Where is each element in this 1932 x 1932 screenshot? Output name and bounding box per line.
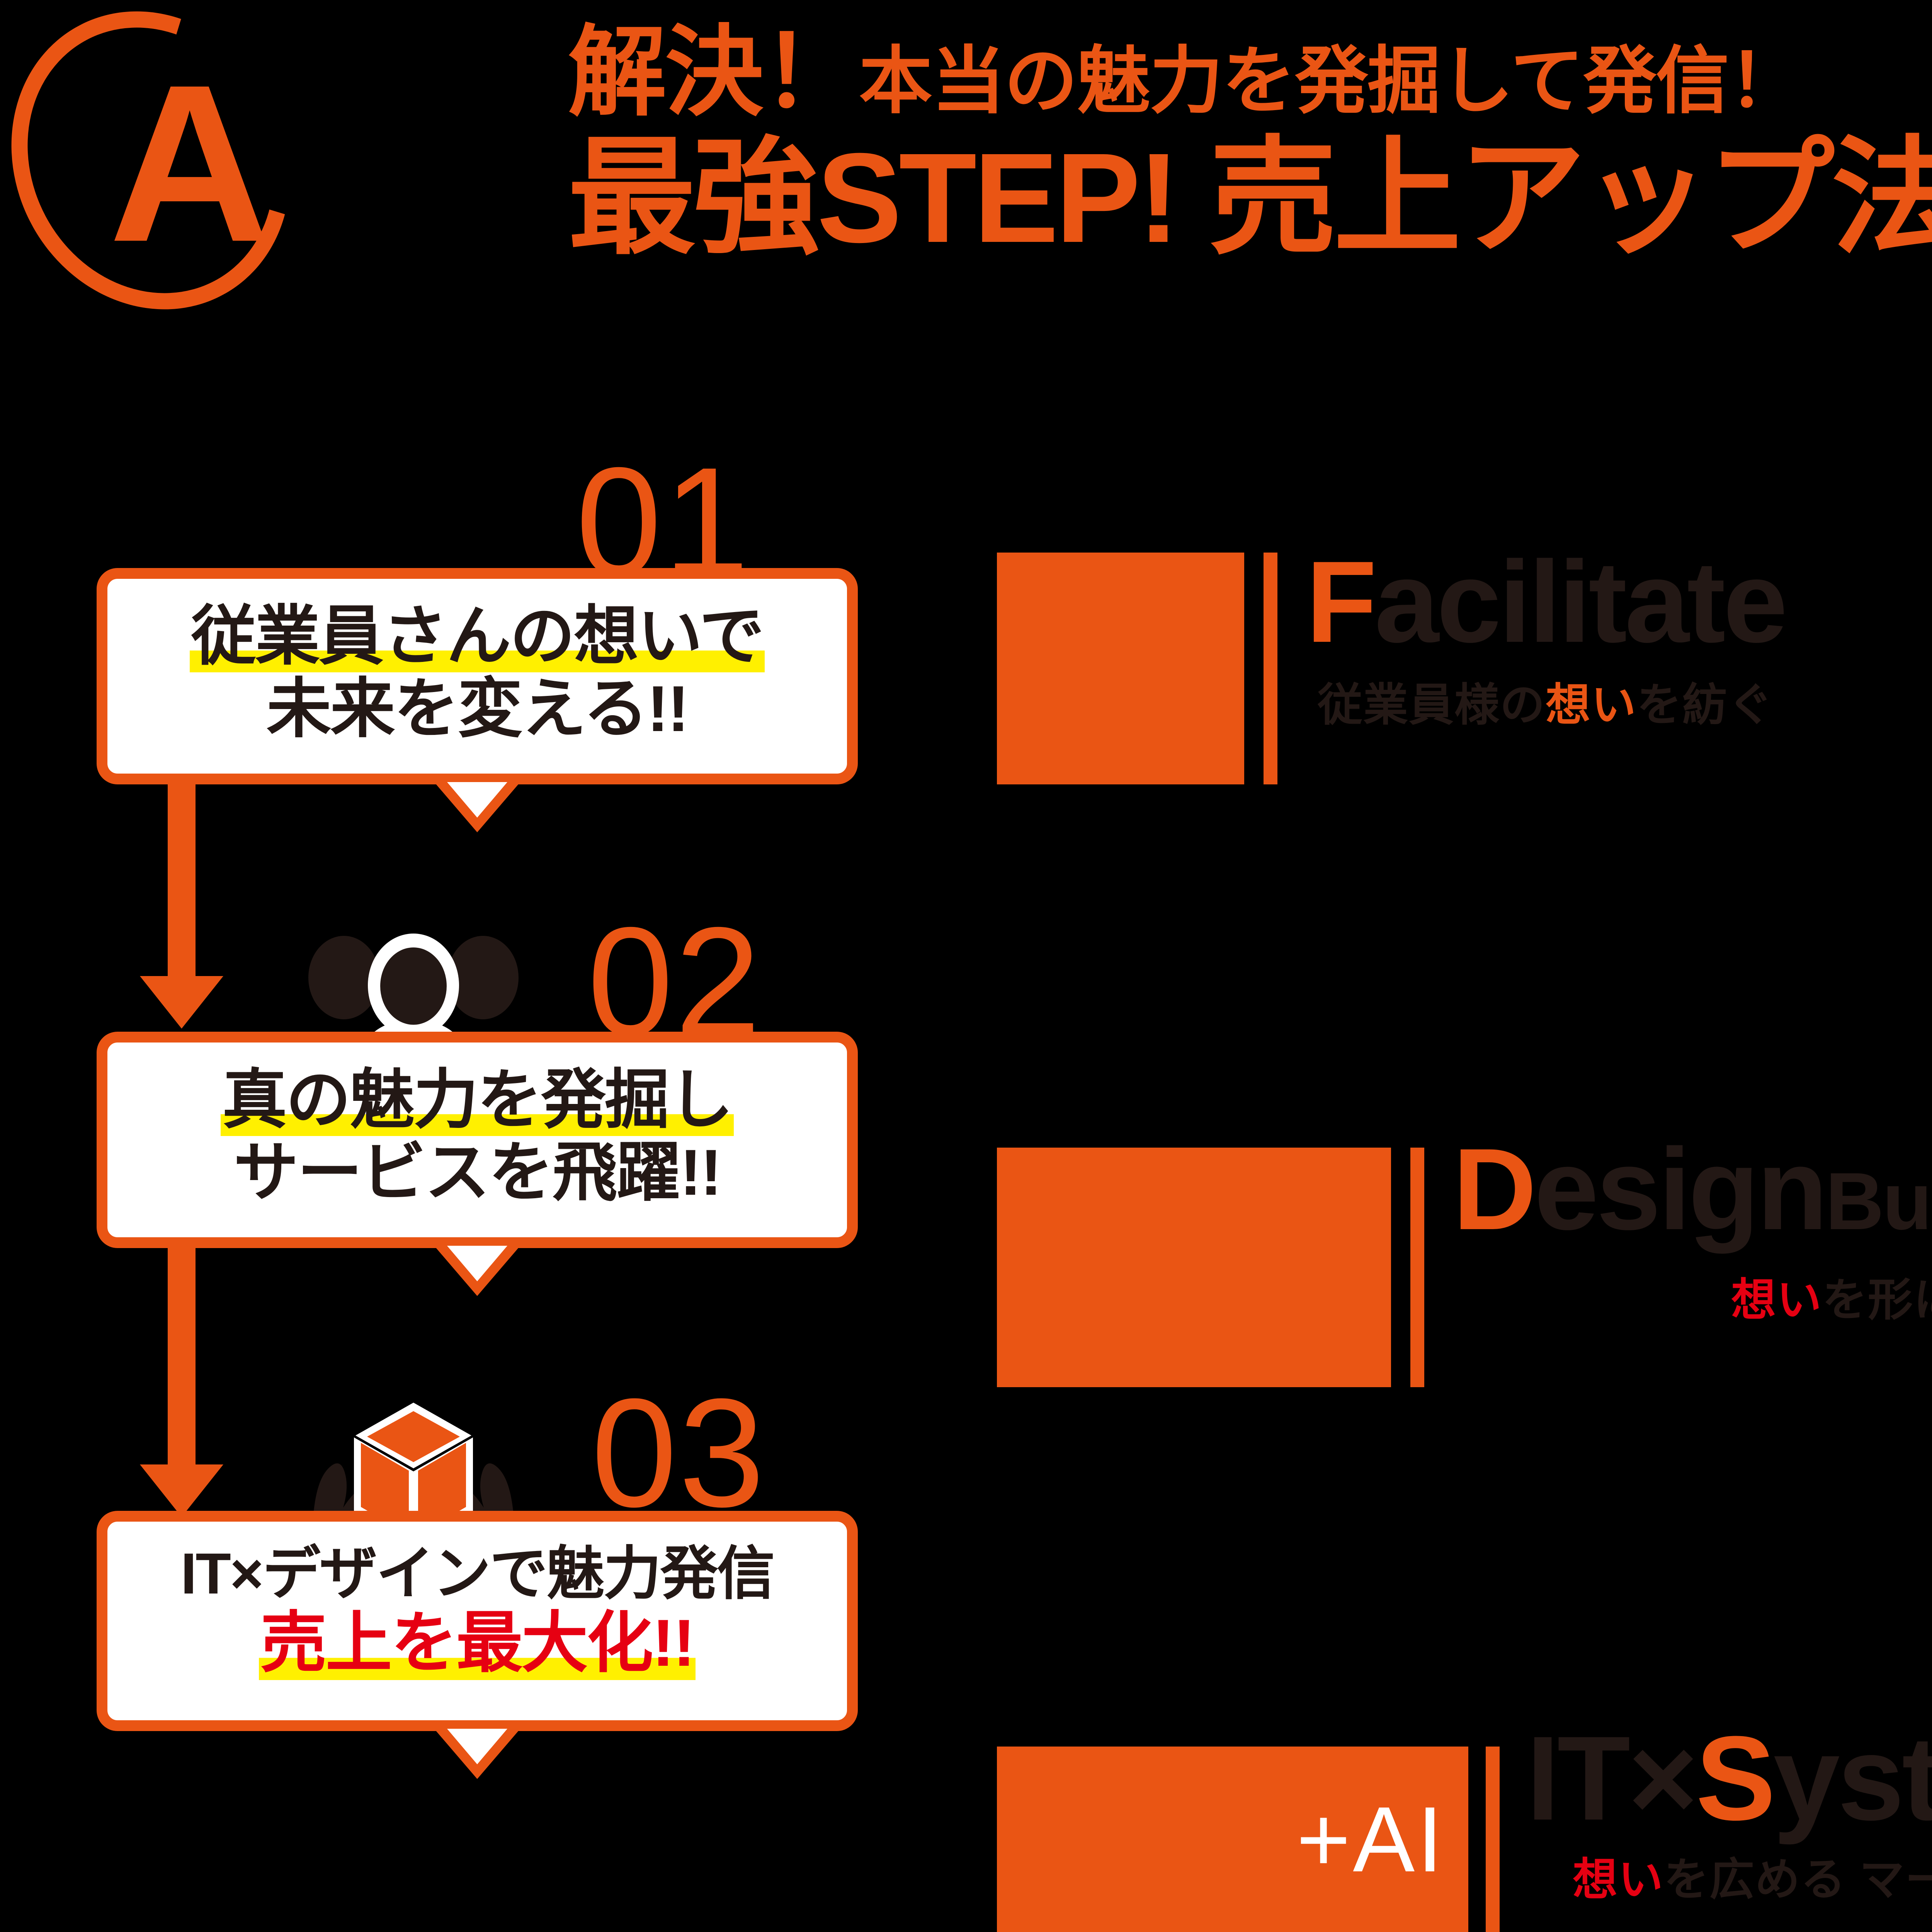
page-subtitle-lead: 解決！: [568, 17, 861, 128]
row-title-it-system: IT×System: [1526, 1711, 1932, 1845]
step-flow-column: 01 02 03 従業員さんの想いで 未来を変える!! 真の魅力を発掘し サービ…: [0, 444, 889, 1878]
row-subtitle-facilitate: 従業員様の想いを紡ぐ: [1318, 680, 1774, 730]
row-ai-badge-3: +AI: [1296, 1787, 1445, 1891]
bubble-tail-icon: [435, 1729, 519, 1779]
row-separator-bar: [1410, 1148, 1424, 1387]
bubble-tail-icon: [435, 782, 519, 832]
step-bubble-03-line2: 売上を最大化!!: [107, 1606, 847, 1680]
service-row-design: DesignBuilding 想いを形に落とし込む: [997, 1131, 1932, 1403]
row-bar-3: +AI: [997, 1747, 1500, 1932]
row-bar-1: [997, 553, 1277, 784]
page-subtitle-rest: 本当の魅力を発掘して発信！: [859, 40, 1802, 122]
bubble-tail-icon: [435, 1246, 519, 1296]
arrow-head-icon: [140, 1464, 223, 1517]
arrow-stem: [168, 775, 196, 976]
step-bubble-02: 真の魅力を発掘し サービスを飛躍!!: [97, 1032, 858, 1296]
service-rows: Facilitate 従業員様の想いを紡ぐ DesignBuilding 想いを…: [997, 544, 1932, 1932]
service-row-it-system: +AI IT×System 想いを広める マーケティング: [997, 1718, 1932, 1932]
row-separator-bar: [1486, 1747, 1500, 1932]
step-bubble-01: 従業員さんの想いで 未来を変える!!: [97, 568, 858, 832]
step-bubble-01-line1: 従業員さんの想いで: [107, 600, 847, 672]
row-title-facilitate: Facilitate: [1306, 537, 1788, 667]
row-separator-bar: [1264, 553, 1277, 784]
row-subtitle-it-system: 想いを広める マーケティング: [1573, 1854, 1932, 1905]
step-bubble-03-line1: IT×デザインで魅力発信: [180, 1541, 775, 1606]
service-row-facilitate: Facilitate 従業員様の想いを紡ぐ: [997, 544, 1932, 800]
step-bubble-01-line2: 未来を変える!!: [266, 672, 689, 745]
arrow-stem: [168, 1248, 196, 1464]
header-title-block: 解決！本当の魅力を発掘して発信！ 最強STEP! 売上アップ法: [568, 23, 1932, 265]
step-bubble-02-line2: サービスを飛躍!!: [233, 1136, 722, 1209]
step-number-03: 03: [591, 1366, 766, 1539]
arrow-head-icon: [140, 976, 223, 1029]
row-title-design: DesignBuilding: [1453, 1124, 1932, 1254]
row-subtitle-design: 想いを形に落とし込む: [1731, 1275, 1932, 1325]
row-bar-2: [997, 1148, 1424, 1387]
badge-letter: A: [109, 38, 271, 288]
page-subtitle: 解決！本当の魅力を発掘して発信！: [568, 23, 1932, 122]
step-bubble-02-line1: 真の魅力を発掘し: [107, 1063, 847, 1136]
badge-letter-a: A: [0, 0, 342, 359]
page-title: 最強STEP! 売上アップ法: [568, 126, 1932, 269]
step-bubble-03: IT×デザインで魅力発信 売上を最大化!!: [97, 1511, 858, 1779]
